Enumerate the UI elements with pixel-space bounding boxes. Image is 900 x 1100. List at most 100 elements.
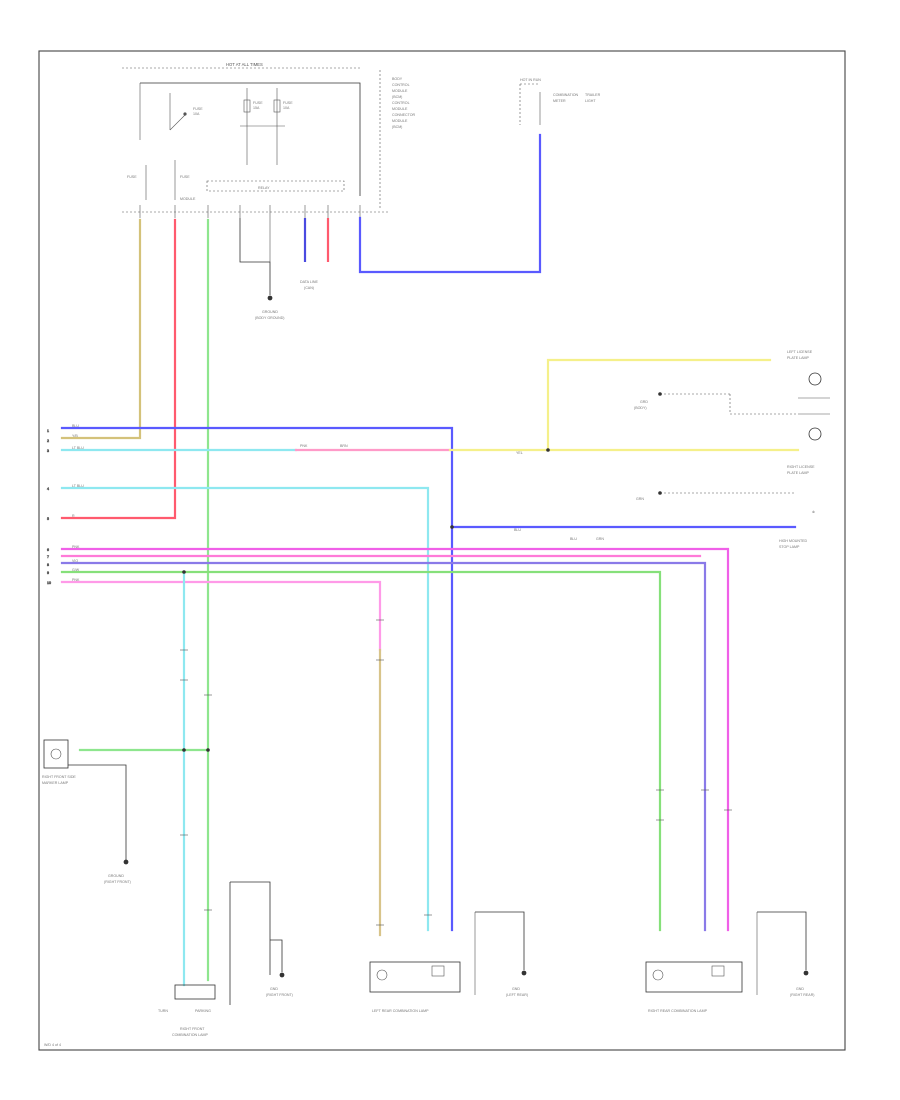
marker-1: RIGHT FRONT SIDE: [42, 775, 76, 779]
fuse-a-line2: 10A: [193, 112, 200, 116]
rear-gnd-l-2: (LEFT REAR): [506, 993, 528, 997]
right-license-1: RIGHT LICENSE: [787, 465, 815, 469]
bcm-ground-sub: (BODY GROUND): [255, 316, 284, 320]
svg-text:1: 1: [47, 429, 49, 433]
svg-text:PNK: PNK: [72, 578, 80, 582]
svg-text:CONTROL: CONTROL: [392, 101, 410, 105]
right-rear-combo-label: RIGHT REAR COMBINATION LAMP: [648, 1009, 708, 1013]
svg-text:3: 3: [47, 449, 49, 453]
svg-text:(RIGHT FRONT): (RIGHT FRONT): [266, 993, 293, 997]
svg-text:BLU: BLU: [570, 537, 577, 541]
meter-hot: HOT IN RUN: [520, 78, 541, 82]
stop-lamp-1: HIGH MOUNTED: [779, 539, 808, 543]
left-rear-combo-label: LEFT REAR COMBINATION LAMP: [372, 1009, 429, 1013]
rear-gnd-r-2: (RIGHT REAR): [790, 993, 815, 997]
svg-text:PNK: PNK: [300, 444, 308, 448]
wire-violet: [60, 561, 707, 932]
wire-lime: [60, 570, 662, 932]
code-pnk: PNK: [72, 545, 80, 549]
svg-text:YEL: YEL: [516, 451, 523, 455]
svg-text:MODULE: MODULE: [392, 119, 408, 123]
rear-gnd-r-1: GND: [796, 987, 804, 991]
wire-pink-lower: [60, 580, 382, 652]
code-ylw: Y/B: [72, 434, 78, 438]
svg-text:10A: 10A: [283, 106, 290, 110]
right-license-2: PLATE LAMP: [787, 471, 810, 475]
svg-text:MODULE: MODULE: [180, 197, 196, 201]
front-combo-2: COMBINATION LAMP: [172, 1033, 208, 1037]
code-grnr: GRN: [596, 537, 604, 541]
wire-blue-meter: [358, 133, 542, 274]
svg-text:4: 4: [47, 487, 49, 491]
park-label: PARKING: [195, 1009, 211, 1013]
marker-2: MARKER LAMP: [42, 781, 69, 785]
diagram-frame: [38, 50, 846, 1051]
stop-lamp-2: STOP LAMP: [779, 545, 800, 549]
ground-front-2: (RIGHT FRONT): [104, 880, 131, 884]
front-combo-1: RIGHT FRONT: [180, 1027, 205, 1031]
data-line: DATA LINE (CAN): [300, 218, 330, 290]
meter-desc-1: COMBINATION: [553, 93, 578, 97]
meter-desc-2: METER: [553, 99, 566, 103]
wire-blue-horizontal: [60, 426, 454, 932]
svg-text:GND: GND: [270, 987, 278, 991]
svg-text:MODULE: MODULE: [392, 107, 408, 111]
wire-red: [60, 218, 177, 520]
relay-label: RELAY: [258, 186, 270, 190]
fuse-b-line1: FUSE: [253, 101, 263, 105]
left-license-1: LEFT LICENSE: [787, 350, 813, 354]
svg-text:CONNECTOR: CONNECTOR: [392, 113, 415, 117]
left-rear-combination-lamp: GND (LEFT REAR) LEFT REAR COMBINATION LA…: [369, 911, 528, 1013]
code-blu: BLU: [72, 424, 79, 428]
bcm-desc-3: MODULE: [392, 89, 408, 93]
bcm-desc-1: BODY: [392, 77, 403, 81]
svg-text:7: 7: [47, 555, 49, 559]
splice-points: [182, 448, 550, 752]
code-red: R: [72, 514, 75, 518]
svg-text:FUSE: FUSE: [180, 175, 190, 179]
license-ground-branch: GRD (BODY): [634, 392, 830, 415]
svg-text:9: 9: [47, 571, 49, 575]
code-ltblu: LT BLU: [72, 446, 84, 450]
grn-label: GRN: [636, 497, 644, 501]
svg-text:8: 8: [47, 563, 49, 567]
bcm-ground: GROUND (BODY GROUND): [239, 218, 284, 320]
svg-text:⊗: ⊗: [812, 510, 815, 514]
code-grn: G/W: [72, 568, 80, 572]
data-line-1: DATA LINE: [300, 280, 318, 284]
left-license-lamp: LEFT LICENSE PLATE LAMP: [787, 350, 822, 386]
left-license-2: PLATE LAMP: [787, 356, 810, 360]
svg-text:5: 5: [47, 517, 49, 521]
svg-text:BRN: BRN: [340, 444, 348, 448]
right-license-lamp: RIGHT LICENSE PLATE LAMP: [787, 427, 822, 475]
svg-text:BLU: BLU: [514, 528, 521, 532]
bcm-module: HOT AT ALL TIMES FUSE 10A FUSE 15A FUSE …: [122, 62, 415, 218]
bcm-desc-4: (BCM): [392, 95, 402, 99]
wire-yellow-brown: [60, 218, 142, 440]
turn-label: TURN: [158, 1009, 168, 1013]
page-ref: W/D 4 of 4: [44, 1043, 61, 1047]
svg-text:6: 6: [47, 548, 49, 552]
svg-text:LT BLU: LT BLU: [72, 484, 84, 488]
data-line-2: (CAN): [304, 286, 314, 290]
ground-front-1: GROUND: [108, 874, 124, 878]
svg-text:LIGHT: LIGHT: [585, 99, 596, 103]
combination-meter: HOT IN RUN COMBINATION METER TRAILER LIG…: [519, 78, 601, 125]
front-combination-lamp: GND (RIGHT FRONT) TURN PARKING RIGHT FRO…: [158, 881, 293, 1037]
bcm-ground-label: GROUND: [262, 310, 278, 314]
high-mounted-stop-lamp: GRN ⊗ HIGH MOUNTED STOP LAMP: [636, 491, 815, 549]
wire-yellow-license: [448, 358, 800, 452]
fuse-a-line1: FUSE: [193, 107, 203, 111]
bcm-title: HOT AT ALL TIMES: [226, 62, 263, 67]
connector-ticks: [180, 619, 732, 926]
svg-text:2: 2: [47, 439, 49, 443]
svg-text:10: 10: [47, 581, 51, 585]
wire-magenta: [60, 547, 730, 932]
wire-lightblue-lower: [60, 486, 430, 932]
svg-text:(BODY): (BODY): [634, 406, 647, 410]
bcm-desc-2: CONTROL: [392, 83, 410, 87]
rear-gnd-l-1: GND: [512, 987, 520, 991]
front-side-marker-lamp: RIGHT FRONT SIDE MARKER LAMP GROUND (RIG…: [42, 739, 131, 884]
fuse-b-line2: 15A: [253, 106, 260, 110]
